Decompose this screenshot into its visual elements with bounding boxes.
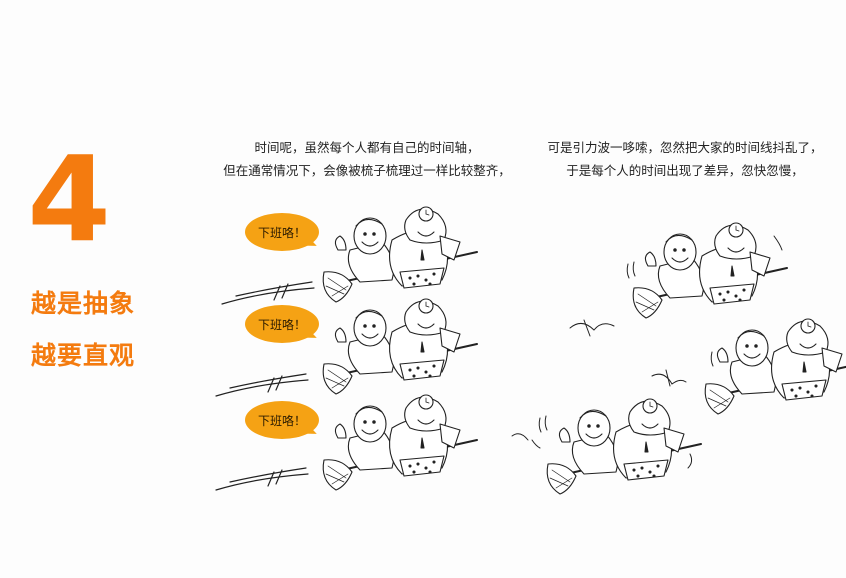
right-caption-line-2: 于是每个人的时间出现了差异，忽快忽慢，	[566, 163, 804, 178]
flyer-right-1	[632, 222, 788, 319]
speech-bubble-2: 下班咯！	[245, 305, 319, 343]
right-caption-line-1: 可是引力波一哆嗦，忽然把大家的时间线抖乱了，	[547, 140, 823, 155]
slide-number: 4	[27, 130, 111, 268]
flyer-left-2	[322, 298, 478, 395]
flyer-left-1	[322, 206, 478, 303]
speech-bubble-3: 下班咯！	[245, 401, 319, 439]
flyer-right-3	[546, 398, 702, 495]
slide-title-line-1: 越是抽象	[31, 289, 136, 318]
right-caption: 可是引力波一哆嗦，忽然把大家的时间线抖乱了， 于是每个人的时间出现了差异，忽快忽…	[522, 136, 846, 182]
left-caption-line-2: 但在通常情况下，会像被梳子梳理过一样比较整齐，	[223, 163, 511, 178]
slide-title-line-2: 越要直观	[31, 341, 136, 370]
left-caption-line-1: 时间呢，虽然每个人都有自己的时间轴，	[254, 140, 480, 155]
flyer-left-3	[322, 394, 478, 491]
left-caption: 时间呢，虽然每个人都有自己的时间轴， 但在通常情况下，会像被梳子梳理过一样比较整…	[202, 136, 532, 182]
flyer-right-2	[704, 318, 846, 415]
speech-bubble-1: 下班咯！	[245, 213, 319, 251]
